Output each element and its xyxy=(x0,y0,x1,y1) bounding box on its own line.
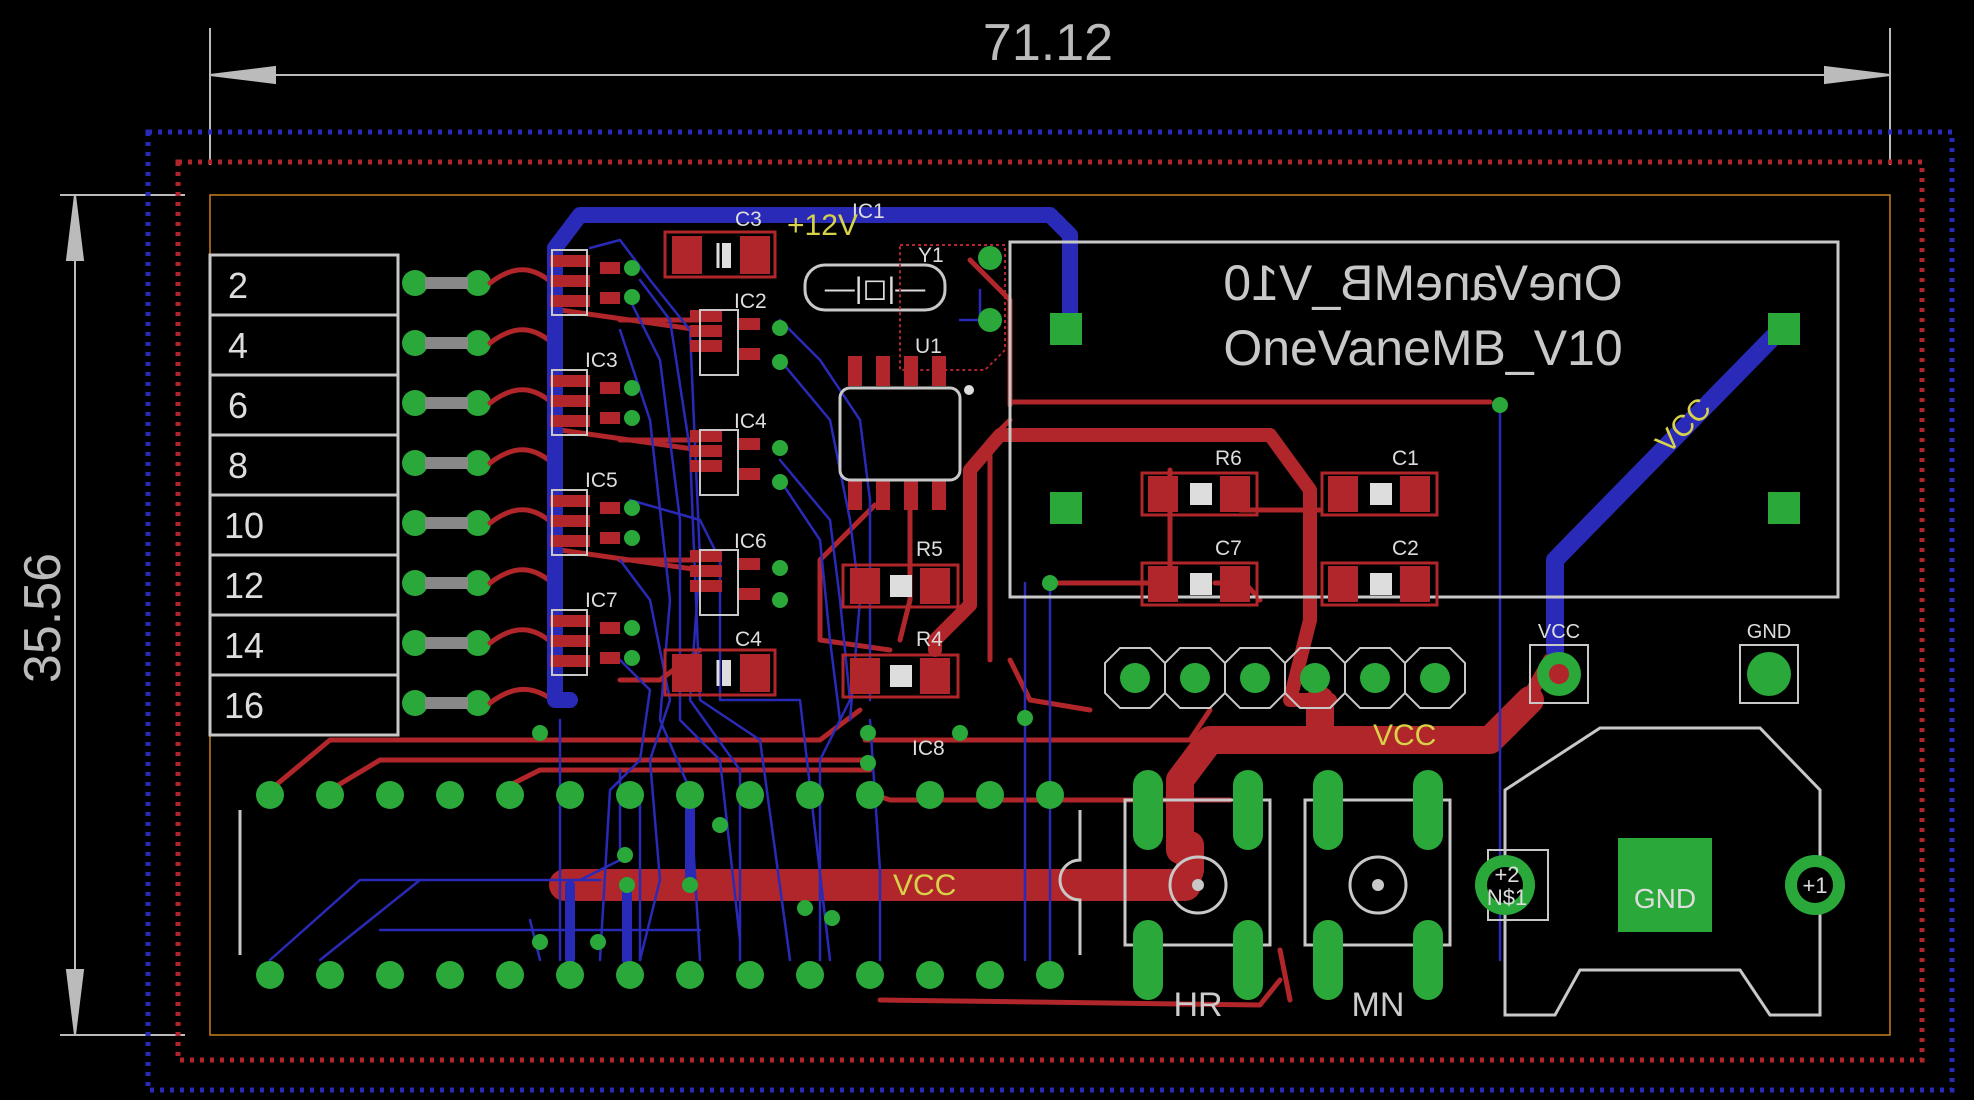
ic8-socket xyxy=(238,781,1082,989)
vcc-pad-label: VCC xyxy=(1538,621,1580,643)
u1-label: U1 xyxy=(915,335,942,358)
dimension-width xyxy=(209,28,1891,165)
ic5-label: IC5 xyxy=(585,469,618,492)
r5-resistor xyxy=(841,563,960,609)
c7-label: C7 xyxy=(1215,537,1242,560)
gnd-pad-label: GND xyxy=(1747,621,1791,643)
connector-number: 6 xyxy=(228,385,248,426)
plus12v-label: +12V xyxy=(787,209,858,242)
board-title-mirrored: OneVaneMB_V10 xyxy=(1223,255,1622,311)
board-title: OneVaneMB_V10 xyxy=(1223,320,1622,376)
height-dimension-label: 35.56 xyxy=(14,553,72,683)
button-hr xyxy=(1123,770,1272,1000)
connector-number: 8 xyxy=(228,445,248,486)
r4-label: R4 xyxy=(916,628,943,651)
ic6-label: IC6 xyxy=(734,530,767,553)
connector-number: 14 xyxy=(224,625,264,666)
connector-number: 10 xyxy=(224,505,264,546)
top-copper-traces xyxy=(267,257,1557,1008)
u1-chip xyxy=(838,356,974,510)
width-dimension-label: 71.12 xyxy=(983,14,1113,72)
battery-plus2-label: +2 xyxy=(1494,862,1519,887)
r5-label: R5 xyxy=(916,538,943,561)
driver-chips xyxy=(550,249,760,676)
battery-holder xyxy=(1475,726,1845,1017)
connector-numbers: 2 4 6 8 10 12 14 16 xyxy=(224,265,264,726)
dimension-height xyxy=(60,194,185,1036)
battery-plus1-label: +1 xyxy=(1802,873,1827,898)
vcc-trace-label: VCC xyxy=(893,869,956,902)
ic3-label: IC3 xyxy=(585,349,618,372)
ic1-label: IC1 xyxy=(852,200,885,223)
vias xyxy=(532,246,1508,950)
connector-number: 12 xyxy=(224,565,264,606)
c4-capacitor xyxy=(663,648,777,697)
ic4-label: IC4 xyxy=(734,410,767,433)
r6-label: R6 xyxy=(1215,447,1242,470)
battery-gnd-label: GND xyxy=(1634,883,1696,914)
connector-pads xyxy=(402,270,491,716)
crystal-y1: —|◻|— xyxy=(803,244,1006,371)
c3-capacitor xyxy=(663,230,777,279)
connector-block xyxy=(208,253,400,737)
r6-c1-c7-c2 xyxy=(1140,471,1439,607)
r4-resistor xyxy=(841,653,960,699)
ic7-label: IC7 xyxy=(585,589,618,612)
svg-text:—|◻|—: —|◻|— xyxy=(825,272,926,305)
display-pads xyxy=(1050,313,1800,524)
c1-label: C1 xyxy=(1392,447,1419,470)
connector-number: 2 xyxy=(228,265,248,306)
c3-label: C3 xyxy=(735,208,762,231)
header-pads xyxy=(1104,647,1466,709)
power-pads xyxy=(1529,644,1799,704)
ic8-label: IC8 xyxy=(912,737,945,760)
bottom-layer-outline xyxy=(145,129,1955,1093)
ic2-label: IC2 xyxy=(734,290,767,313)
connector-number: 4 xyxy=(228,325,248,366)
hr-label: HR xyxy=(1173,986,1222,1024)
c2-label: C2 xyxy=(1392,537,1419,560)
vcc-trace-label-2: VCC xyxy=(1373,719,1436,752)
connector-number: 16 xyxy=(224,685,264,726)
mn-label: MN xyxy=(1352,986,1405,1024)
y1-label: Y1 xyxy=(918,244,944,267)
battery-ns1-label: N$1 xyxy=(1487,885,1527,910)
c4-label: C4 xyxy=(735,628,762,651)
button-mn xyxy=(1303,770,1452,1000)
top-layer-outline xyxy=(175,159,1925,1063)
component-labels: IC1 C3 IC2 IC3 IC4 IC5 IC6 IC7 C4 Y1 U1 … xyxy=(585,200,1419,760)
